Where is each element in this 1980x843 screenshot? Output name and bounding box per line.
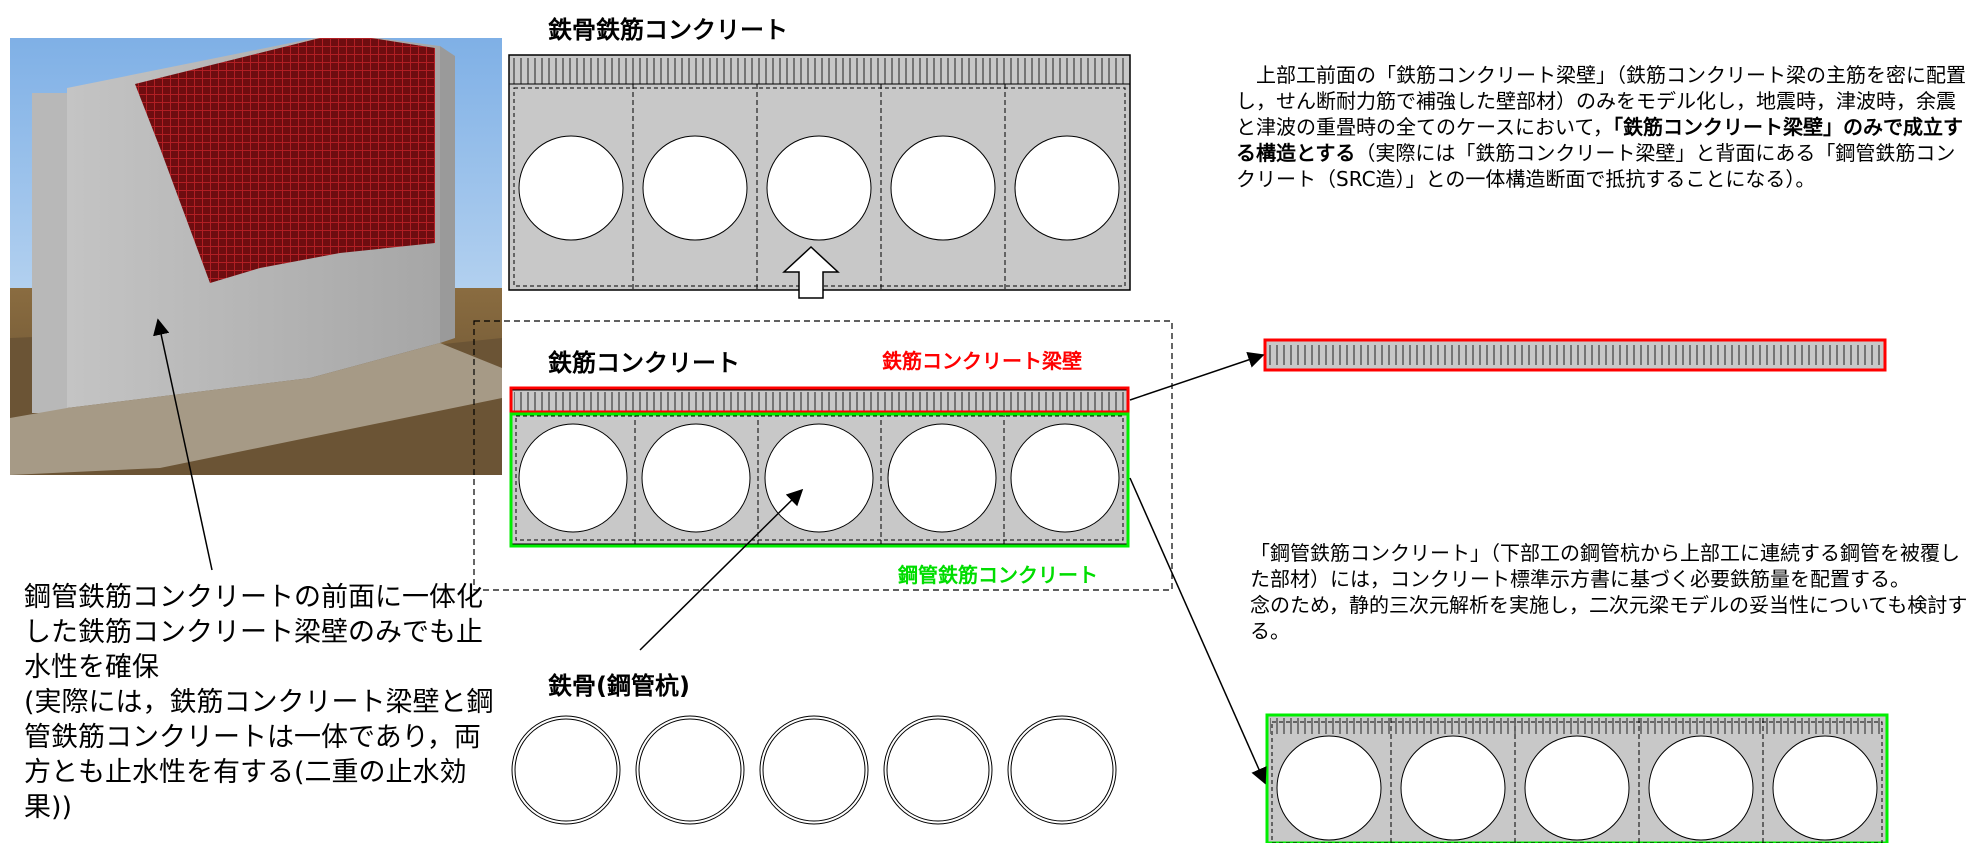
- description-top: 上部工前面の「鉄筋コンクリート梁壁」（鉄筋コンクリート梁の主筋を密に配置し，せん…: [1236, 62, 1971, 192]
- src-label: 鉄骨鉄筋コンクリート: [548, 16, 788, 44]
- arrow-to-rc-wall-strip: [1129, 351, 1265, 401]
- wall-caption-main: 鋼管鉄筋コンクリートの前面に一体化した鉄筋コンクリート梁壁のみでも止水性を確保: [24, 582, 483, 683]
- wall-caption: 鋼管鉄筋コンクリートの前面に一体化した鉄筋コンクリート梁壁のみでも止水性を確保 …: [24, 580, 494, 825]
- rc-label: 鉄筋コンクリート: [548, 349, 740, 377]
- rc-wall-label: 鉄筋コンクリート梁壁: [882, 349, 1082, 373]
- description-top-emphasis: 「鉄筋コンクリート梁壁」のみで成立する構造とする: [1236, 115, 1963, 165]
- steel-rc-section: [1265, 713, 1889, 843]
- wall-3d-image: [10, 38, 502, 475]
- arrow-to-wall-image: [153, 318, 213, 571]
- hollow-up-arrow-icon: [782, 245, 840, 299]
- description-bottom: 「鋼管鉄筋コンクリート」（下部工の鋼管杭から上部工に連続する鋼管を被覆した部材）…: [1230, 540, 1975, 644]
- steel-pipes: [511, 715, 1117, 825]
- arrow-to-steel-rc-section: [1129, 477, 1267, 785]
- rc-wall-strip: [1263, 338, 1887, 372]
- rc-group-box: [473, 320, 1173, 591]
- rc-section: [509, 386, 1130, 548]
- steel-label: 鉄骨(鋼管杭): [548, 672, 690, 700]
- arrow-to-steel-pipe: [639, 488, 804, 651]
- steel-rc-label: 鋼管鉄筋コンクリート: [898, 563, 1098, 587]
- description-bottom-para2: 念のため，静的三次元解析を実施し，二次元梁モデルの妥当性についても検討する。: [1250, 593, 1968, 643]
- steel-rc-outline: [509, 412, 1130, 548]
- description-top-part1: 上部工前面の「鉄筋コンクリート梁壁」（鉄筋コンクリート梁の主筋を密に配置し，せん…: [1236, 63, 1966, 139]
- rc-wall-outline: [509, 386, 1130, 414]
- src-section: [508, 54, 1131, 291]
- description-top-part2: （実際には「鉄筋コンクリート梁壁」と背面にある「鋼管鉄筋コンクリート（SRC造）…: [1236, 141, 1956, 191]
- wall-caption-note: (実際には，鉄筋コンクリート梁壁と鋼管鉄筋コンクリートは一体であり，両方とも止水…: [24, 687, 494, 823]
- description-bottom-para1: 「鋼管鉄筋コンクリート」（下部工の鋼管杭から上部工に連続する鋼管を被覆した部材）…: [1250, 541, 1960, 591]
